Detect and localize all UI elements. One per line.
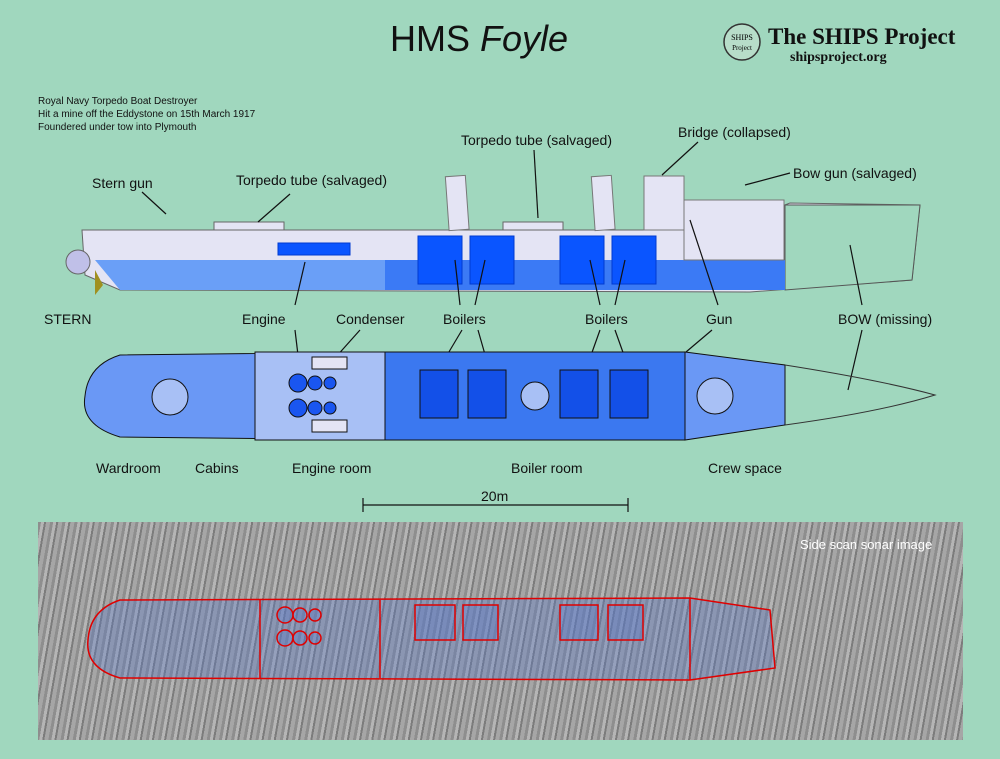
plan-view [83,351,937,441]
label-condenser: Condenser [336,311,405,327]
sonar-label: Side scan sonar image [800,537,933,552]
sonar-image [38,522,963,740]
label-bow-gun: Bow gun (salvaged) [793,165,917,181]
label-boilers-1: Boilers [443,311,486,327]
label-crew-space: Crew space [708,460,782,476]
label-torpedo-tube-mid: Torpedo tube (salvaged) [461,132,612,148]
label-gun: Gun [706,311,733,327]
ships-project-logo: SHIPS Project [723,23,761,61]
ship-drawings [65,141,937,512]
side-profile [65,174,921,295]
label-boilers-2: Boilers [585,311,628,327]
brand-url[interactable]: shipsproject.org [790,50,887,65]
label-engine-room: Engine room [292,460,372,476]
label-boiler-room: Boiler room [511,460,583,476]
label-wardroom: Wardroom [96,460,161,476]
label-bridge: Bridge (collapsed) [678,124,791,140]
label-stern: STERN [44,311,92,327]
label-bow: BOW (missing) [838,311,933,327]
page-title: HMS Foyle [390,18,569,59]
label-cabins: Cabins [195,460,239,476]
brand-name: The SHIPS Project [768,24,956,49]
label-engine: Engine [242,311,286,327]
label-torpedo-tube-aft: Torpedo tube (salvaged) [236,172,387,188]
svg-text:Project: Project [732,44,752,52]
label-stern-gun: Stern gun [92,175,153,191]
svg-text:SHIPS: SHIPS [731,33,753,42]
scale-bar-label: 20m [481,488,509,504]
